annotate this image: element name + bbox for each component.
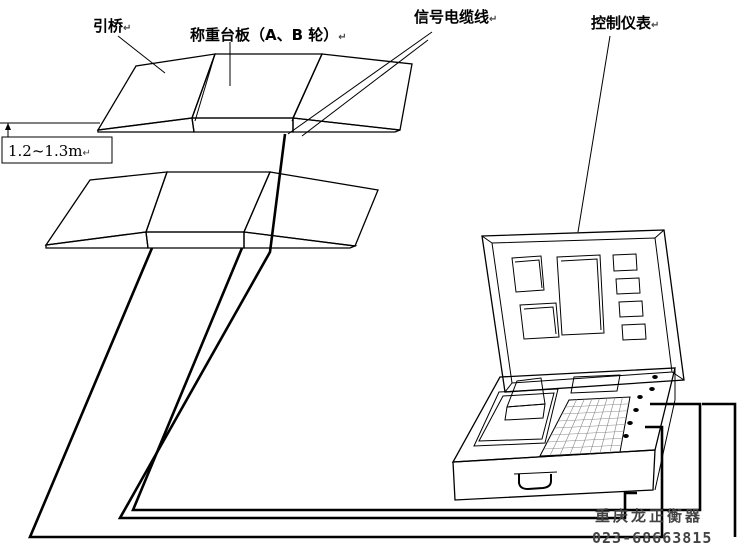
dimension-label-box bbox=[1, 136, 113, 164]
svg-text:控制仪表↵: 控制仪表↵ bbox=[591, 14, 659, 32]
svg-text:1.2~1.3m↵: 1.2~1.3m↵ bbox=[8, 142, 91, 160]
keypad-grid-line bbox=[609, 397, 623, 453]
lid-compartment-2 bbox=[556, 254, 605, 336]
bottom-weighing-plate-front bbox=[145, 231, 245, 249]
approach-ramp-label: 引桥 bbox=[93, 17, 124, 35]
keypad-grid-line bbox=[589, 398, 608, 454]
indicator-lights bbox=[623, 375, 658, 438]
gap-dimension: 1.2~1.3m↵ bbox=[0, 122, 113, 164]
display-panel bbox=[570, 374, 621, 394]
keypad-grid-line bbox=[547, 437, 623, 443]
printer-tray bbox=[473, 388, 559, 447]
svg-text:引桥↵: 引桥↵ bbox=[93, 17, 131, 35]
svg-text:信号电缆线↵: 信号电缆线↵ bbox=[414, 8, 497, 26]
signal-cable-label: 信号电缆线 bbox=[414, 8, 489, 26]
signal-cables bbox=[28, 133, 737, 539]
top-weighing-plate-front bbox=[191, 117, 294, 133]
top-right-ramp-end bbox=[292, 117, 401, 133]
bottom-right-ramp-end bbox=[243, 231, 358, 249]
gap-dimension-label: 1.2~1.3m bbox=[8, 142, 83, 160]
lid-compartment-7 bbox=[621, 323, 647, 341]
lid-compartment-4 bbox=[612, 253, 638, 272]
top-weighing-plate bbox=[191, 53, 324, 119]
instrument-lid-outer bbox=[481, 229, 685, 393]
keypad-grid-line bbox=[554, 424, 626, 429]
bottom-weighing-plate bbox=[145, 171, 271, 233]
control-instrument bbox=[451, 229, 685, 501]
cable-bottom-scale-b bbox=[131, 247, 702, 512]
keypad-grid-line bbox=[543, 444, 622, 450]
lid-compartment-5 bbox=[615, 277, 641, 295]
callout-lines bbox=[117, 31, 611, 233]
cable-top-scale bbox=[117, 133, 637, 520]
bottom-scale-assembly bbox=[44, 171, 379, 249]
top-scale-assembly bbox=[96, 53, 413, 133]
watermark: 重庆龙正衡器 023-68663815 bbox=[592, 507, 712, 547]
keypad-grid-line bbox=[599, 397, 616, 454]
watermark-phone: 023-68663815 bbox=[592, 529, 712, 547]
weighing-plate-label: 称重台板（A、B 轮） bbox=[190, 26, 338, 44]
lid-compartment-6 bbox=[618, 300, 644, 318]
svg-text:称重台板（A、B 轮）↵: 称重台板（A、B 轮）↵ bbox=[190, 26, 347, 44]
keypad bbox=[539, 396, 631, 457]
carry-handle bbox=[518, 474, 552, 491]
bottom-left-ramp-end bbox=[45, 231, 149, 249]
watermark-company: 重庆龙正衡器 bbox=[595, 507, 703, 525]
cable-bottom-scale-a bbox=[28, 247, 664, 539]
bottom-left-approach-ramp bbox=[44, 171, 168, 246]
lid-compartment-1 bbox=[511, 255, 545, 293]
lid-compartment-3 bbox=[519, 302, 560, 340]
top-left-ramp-end bbox=[97, 117, 195, 133]
control-instrument-label: 控制仪表 bbox=[591, 14, 652, 32]
cable-extra bbox=[702, 402, 737, 537]
keypad-grid-line bbox=[550, 431, 624, 436]
